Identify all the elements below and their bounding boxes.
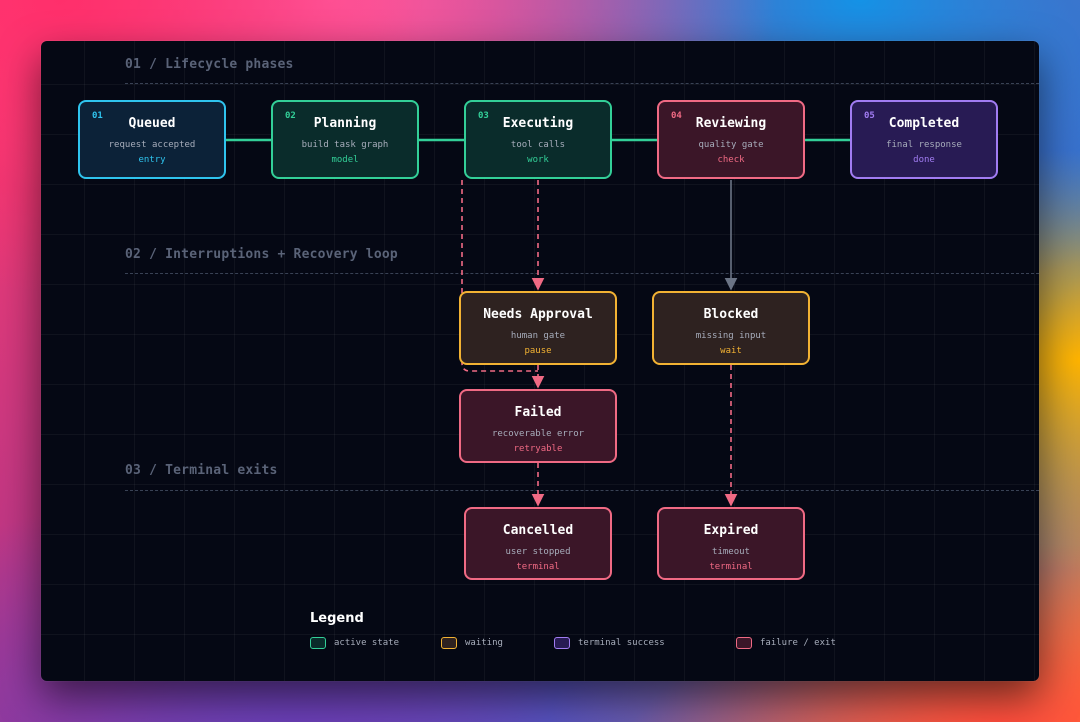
node-title: Queued: [128, 116, 176, 131]
legend-label: terminal success: [578, 638, 665, 648]
node-planning[interactable]: 02 Planning build task graph model: [271, 100, 419, 179]
node-queued[interactable]: 01 Queued request accepted entry: [78, 100, 226, 179]
node-subtitle: timeout: [712, 547, 750, 557]
legend-item-success: terminal success: [554, 637, 665, 649]
node-tag: retryable: [513, 444, 563, 454]
node-subtitle: quality gate: [698, 140, 764, 150]
node-failed[interactable]: Failed recoverable error retryable: [459, 389, 617, 463]
node-title: Cancelled: [502, 523, 574, 538]
section-divider: [125, 83, 1039, 84]
section-title-interruptions: 02 / Interruptions + Recovery loop: [125, 247, 398, 262]
node-tag: entry: [138, 155, 166, 165]
legend-item-failure: failure / exit: [736, 637, 836, 649]
node-subtitle: tool calls: [510, 140, 566, 150]
node-subtitle: final response: [886, 140, 962, 150]
node-number: 04: [671, 111, 682, 121]
section-title-terminal: 03 / Terminal exits: [125, 463, 278, 478]
node-title: Expired: [703, 523, 759, 538]
node-subtitle: human gate: [510, 331, 566, 341]
node-title: Needs Approval: [483, 307, 593, 322]
node-title: Planning: [313, 116, 377, 131]
legend-title: Legend: [310, 611, 364, 626]
node-cancelled[interactable]: Cancelled user stopped terminal: [464, 507, 612, 580]
node-subtitle: missing input: [695, 331, 767, 341]
node-blocked[interactable]: Blocked missing input wait: [652, 291, 810, 365]
node-number: 05: [864, 111, 875, 121]
node-title: Completed: [888, 116, 960, 131]
node-number: 03: [478, 111, 489, 121]
node-title: Reviewing: [695, 116, 767, 131]
node-tag: work: [527, 155, 549, 165]
node-completed[interactable]: 05 Completed final response done: [850, 100, 998, 179]
node-subtitle: user stopped: [505, 547, 571, 557]
legend-item-active: active state: [310, 637, 399, 649]
node-tag: done: [913, 155, 935, 165]
node-title: Executing: [502, 116, 574, 131]
node-subtitle: build task graph: [301, 140, 389, 150]
legend-label: waiting: [465, 638, 503, 648]
node-reviewing[interactable]: 04 Reviewing quality gate check: [657, 100, 805, 179]
node-tag: wait: [720, 346, 742, 356]
node-tag: pause: [524, 346, 552, 356]
legend-label: failure / exit: [760, 638, 836, 648]
section-title-lifecycle: 01 / Lifecycle phases: [125, 57, 294, 72]
node-tag: check: [717, 155, 745, 165]
node-executing[interactable]: 03 Executing tool calls work: [464, 100, 612, 179]
node-expired[interactable]: Expired timeout terminal: [657, 507, 805, 580]
node-title: Failed: [514, 405, 562, 420]
diagram-window: 01 / Lifecycle phases 02 / Interruptions…: [41, 41, 1039, 681]
legend-swatch-success: [554, 637, 570, 649]
section-divider: [125, 273, 1039, 274]
node-number: 01: [92, 111, 103, 121]
node-tag: terminal: [709, 562, 753, 572]
legend-swatch-waiting: [441, 637, 457, 649]
section-divider: [125, 490, 1039, 491]
legend-swatch-active: [310, 637, 326, 649]
node-needs-approval[interactable]: Needs Approval human gate pause: [459, 291, 617, 365]
legend-label: active state: [334, 638, 400, 648]
node-tag: model: [331, 155, 359, 165]
node-title: Blocked: [703, 307, 759, 322]
node-subtitle: request accepted: [108, 140, 196, 150]
legend-swatch-failure: [736, 637, 752, 649]
node-subtitle: recoverable error: [491, 429, 585, 439]
node-number: 02: [285, 111, 296, 121]
node-tag: terminal: [516, 562, 560, 572]
legend-item-waiting: waiting: [441, 637, 503, 649]
